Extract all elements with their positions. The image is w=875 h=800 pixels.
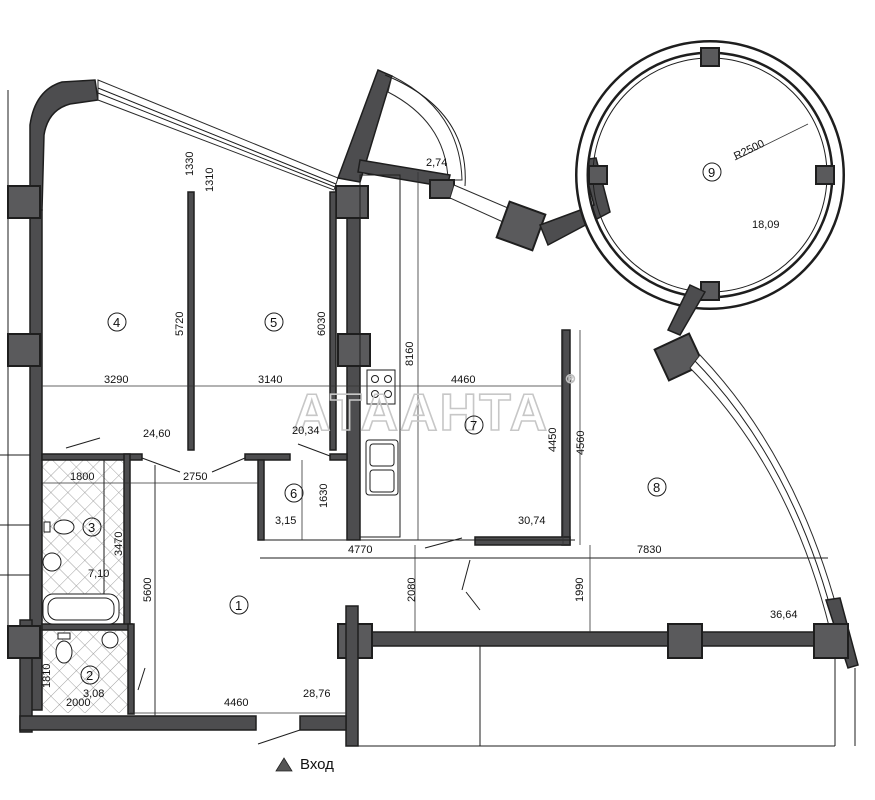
- entrance-label: Вход: [300, 756, 334, 773]
- room-4-number: 4: [113, 315, 120, 330]
- room-marker: [464, 415, 484, 435]
- room-7-number: 7: [470, 418, 477, 433]
- dim-7830: 7830: [637, 544, 661, 556]
- dim-4460-bottom: 4460: [224, 697, 248, 709]
- dim-3470: 3470: [113, 532, 125, 556]
- room-marker: [264, 312, 284, 332]
- wall-to-curve: [666, 284, 707, 336]
- room-6-number: 6: [290, 486, 297, 501]
- dim-3140: 3140: [258, 374, 282, 386]
- dim-1310: 1310: [204, 168, 216, 192]
- dim-1330: 1330: [184, 152, 196, 176]
- room-3-area: 7,10: [88, 568, 109, 580]
- room-1-area: 28,76: [303, 688, 331, 700]
- room-4-area: 24,60: [143, 428, 171, 440]
- room-marker: [82, 517, 102, 537]
- watermark-text: АТААНТА: [293, 384, 549, 442]
- room-marker: [229, 595, 249, 615]
- dim-2080: 2080: [406, 578, 418, 602]
- wall-to-bay: [357, 157, 611, 252]
- room-marker: [284, 483, 304, 503]
- dim-1800: 1800: [70, 471, 94, 483]
- round-room-ring: [575, 40, 845, 310]
- pillar-left-3: [7, 625, 41, 659]
- dim-5600: 5600: [142, 578, 154, 602]
- room-marker: [647, 477, 667, 497]
- dim-5720: 5720: [174, 312, 186, 336]
- kitchen-counter: [359, 174, 401, 538]
- watermark-mark: ®: [566, 372, 575, 386]
- room-8-area: 36,64: [770, 609, 798, 621]
- room-5-area: 20,34: [292, 425, 320, 437]
- dim-1990: 1990: [574, 578, 586, 602]
- room-marker: [107, 312, 127, 332]
- room-2-area: 3,08: [83, 688, 104, 700]
- dim-4560: 4560: [575, 431, 587, 455]
- dim-2750: 2750: [183, 471, 207, 483]
- pillar-left-1: [7, 185, 41, 219]
- room-3-number: 3: [88, 520, 95, 535]
- dim-6030: 6030: [316, 312, 328, 336]
- triangle-icon: [275, 757, 293, 772]
- room-marker: [80, 665, 100, 685]
- curved-window: [689, 354, 859, 669]
- top-left-window: [97, 79, 339, 191]
- dim-4450: 4450: [547, 428, 559, 452]
- bathroom-2-fixtures: [55, 631, 119, 664]
- room-2-number: 2: [86, 668, 93, 683]
- dim-4460-top: 4460: [451, 374, 475, 386]
- bathroom-3-fixtures: [42, 460, 120, 625]
- pillar-left-2: [7, 333, 41, 367]
- dim-2000: 2000: [66, 697, 90, 709]
- room-6-area: 3,15: [275, 515, 296, 527]
- room-marker: [702, 162, 722, 182]
- room-7-area: 30,74: [518, 515, 546, 527]
- dim-1810: 1810: [41, 664, 53, 688]
- dim-8160: 8160: [404, 342, 416, 366]
- dim-3290: 3290: [104, 374, 128, 386]
- room-1-number: 1: [235, 598, 242, 613]
- lower-wall: [337, 605, 856, 747]
- dimension-lines: [42, 123, 809, 716]
- dim-4770: 4770: [348, 544, 372, 556]
- door-swings: [65, 437, 481, 745]
- dim-r2500: R2500: [732, 138, 766, 163]
- room-5-number: 5: [270, 315, 277, 330]
- balcony-area: 2,74: [426, 157, 447, 169]
- inner-partitions: [41, 191, 828, 731]
- room-9-area: 18,09: [752, 219, 780, 231]
- room-9-number: 9: [708, 165, 715, 180]
- room-8-number: 8: [653, 480, 660, 495]
- dim-1630: 1630: [318, 484, 330, 508]
